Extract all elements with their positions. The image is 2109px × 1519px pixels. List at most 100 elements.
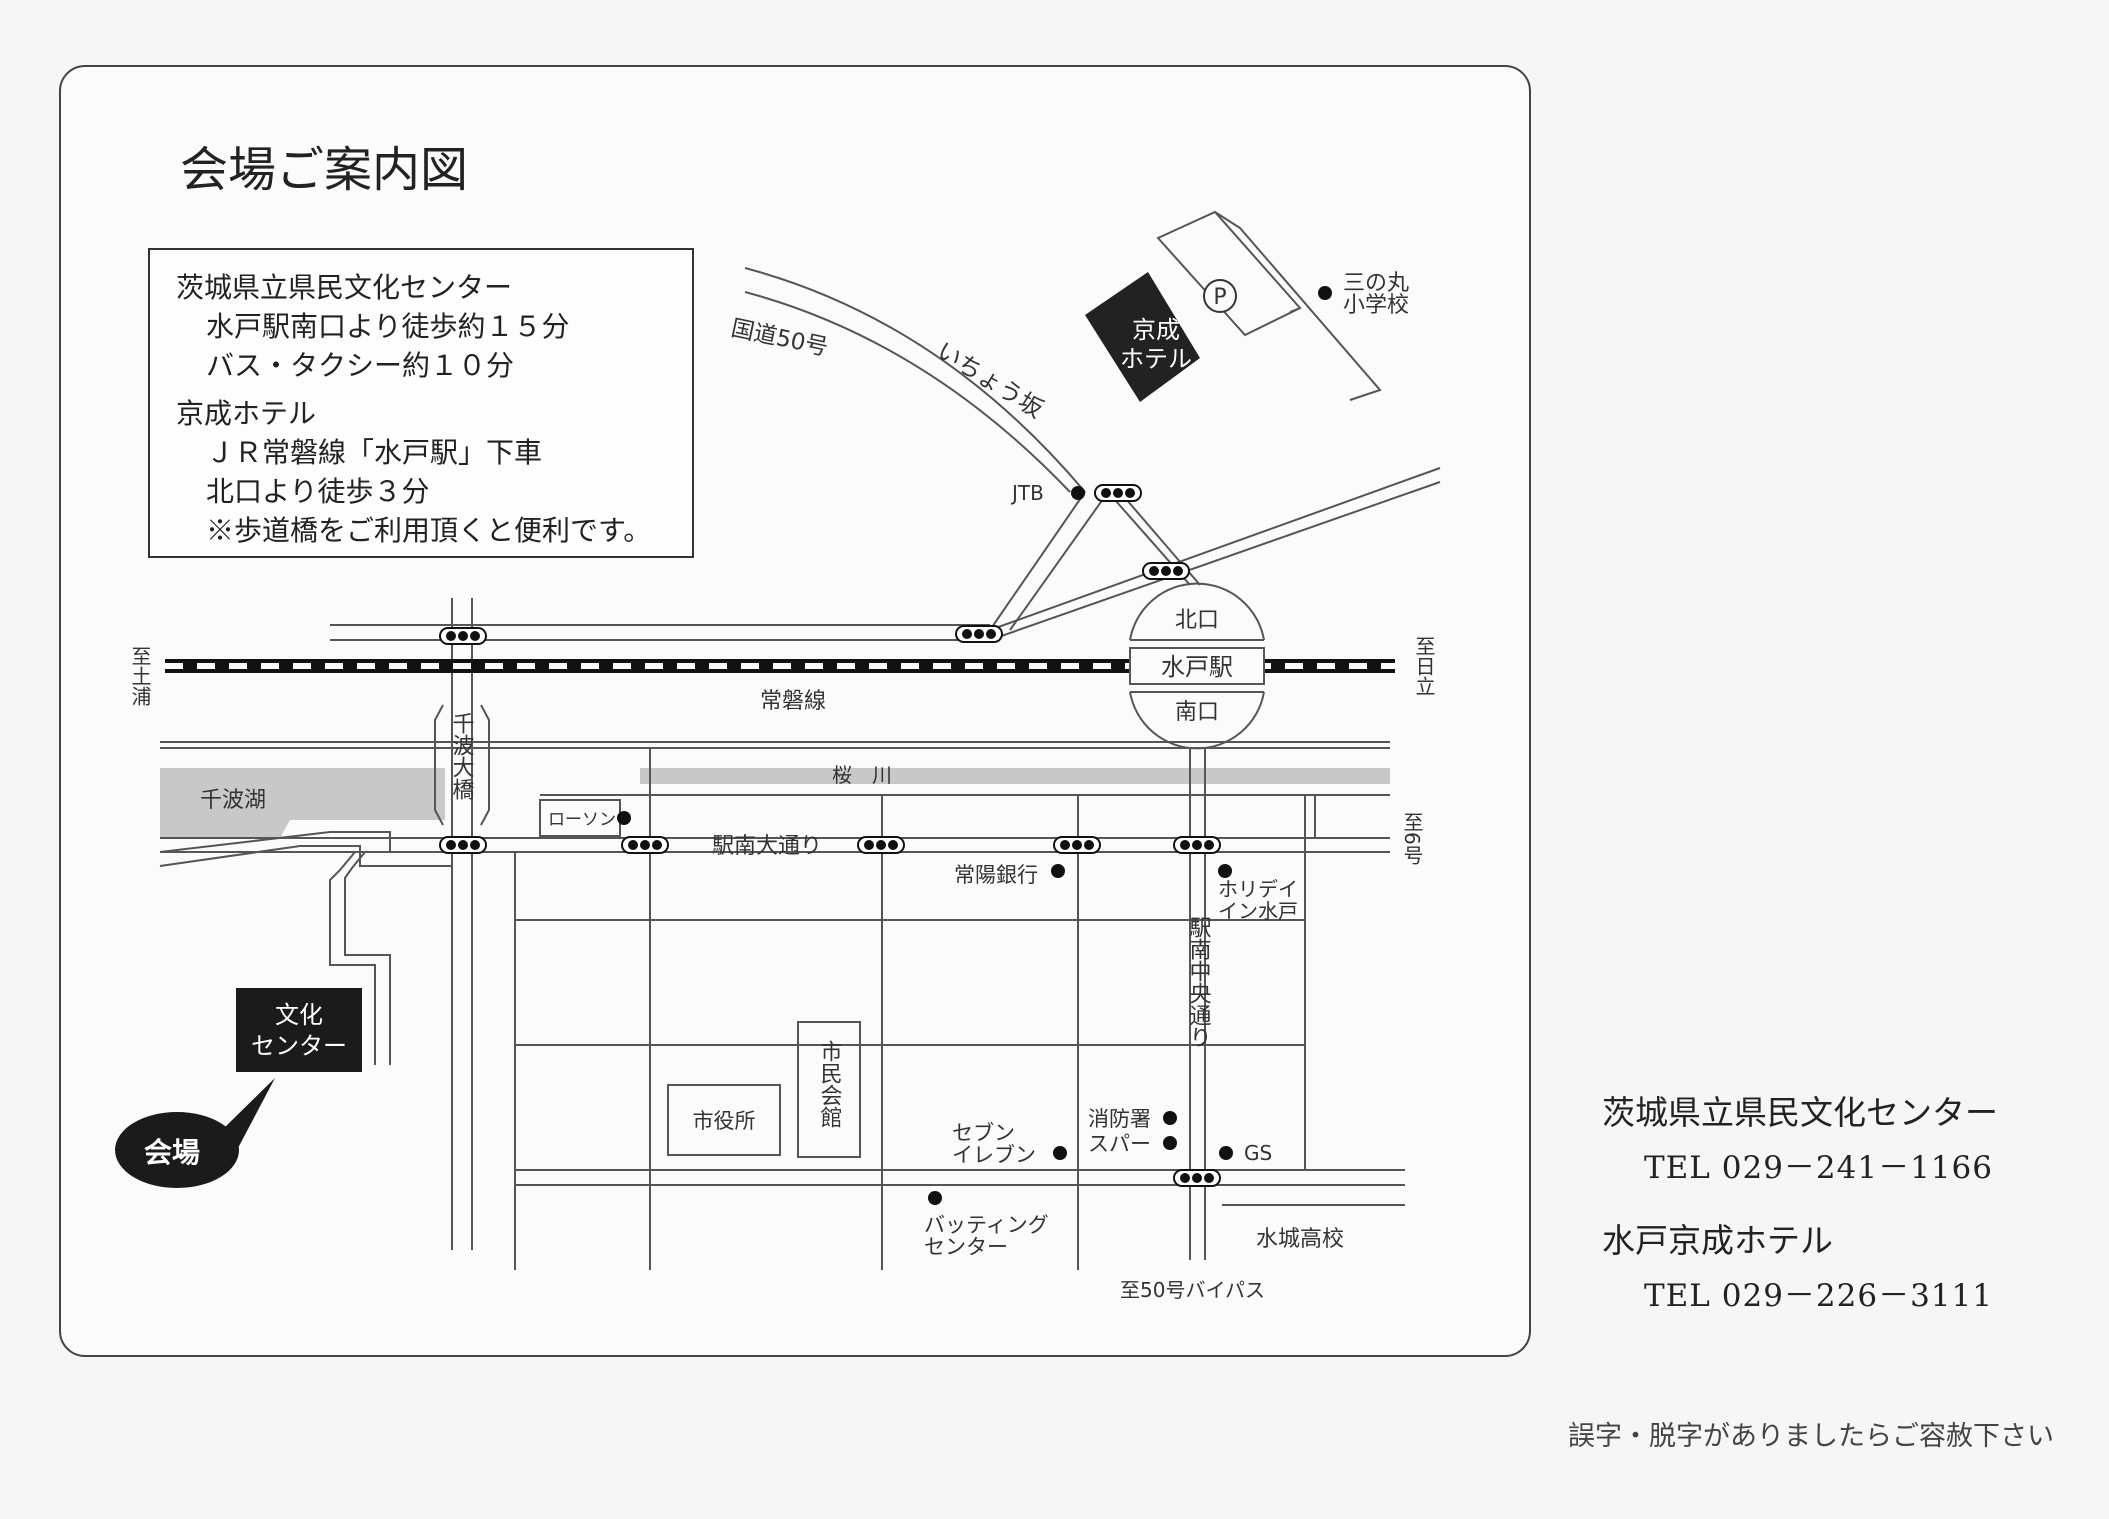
footer-note: 誤字・脱字がありましたらご容赦下さい [1568, 1421, 2054, 1452]
senba-ohashi-label: 千波大橋 [449, 712, 475, 800]
gs-dot [1219, 1146, 1233, 1160]
civic-hall-label: 市民会館 [817, 1040, 843, 1128]
kaisei-hotel-building [1085, 272, 1200, 402]
jtb-label: JTB [1010, 481, 1044, 505]
super-dot [1163, 1136, 1177, 1150]
ichoh-zaka-label: いちょう坂 [932, 336, 1049, 423]
east-road-edge [989, 467, 1441, 631]
contact-hotel: 水戸京成ホテル TEL 029－226－3111 [1602, 1214, 1993, 1315]
kitaguchi-label: 北口 [1175, 608, 1219, 633]
map-title: 会場ご案内図 [180, 142, 469, 198]
traffic-signal-icon [1094, 484, 1142, 502]
info-venue-bus: バス・タクシー約１０分 [206, 349, 515, 382]
bunka-center-label-1: 文化 [275, 1001, 323, 1029]
kaijo-label: 会場 [144, 1136, 200, 1169]
holiday-inn-label-2: イン水戸 [1218, 899, 1298, 923]
sakura-river-band [640, 768, 1390, 784]
lawson-dot [617, 811, 631, 825]
venue-access-road [329, 851, 376, 1065]
access-info-box [148, 248, 694, 558]
batting-center-label-2: センター [924, 1235, 1008, 1259]
holiday-inn-label-1: ホリデイ [1218, 877, 1298, 901]
contact-hotel-name: 水戸京成ホテル [1602, 1221, 1833, 1260]
route50-road-edge [744, 267, 1086, 493]
joyo-bank-dot [1051, 864, 1065, 878]
route50-road-edge [744, 291, 1071, 493]
traffic-signals [439, 484, 1221, 1187]
traffic-signal-icon [1053, 836, 1101, 854]
fire-station-label: 消防署 [1088, 1107, 1151, 1131]
diagonal-road-edge [989, 491, 1086, 631]
super-label: スパー [1088, 1132, 1151, 1156]
hotel-block-road [1214, 211, 1382, 401]
bridge-bracket [434, 704, 444, 826]
west-road [159, 845, 452, 867]
fire-station-dot [1163, 1111, 1177, 1125]
holiday-inn-dot [1218, 864, 1232, 878]
city-hall-label: 市役所 [693, 1109, 756, 1133]
senba-lake-label: 千波湖 [200, 788, 266, 813]
route50-label: 国道50号 [729, 315, 831, 361]
lawson-label: ローソン [548, 810, 616, 830]
joyo-bank-label: 常陽銀行 [954, 863, 1038, 887]
hotel-block-road [1289, 307, 1301, 313]
diagonal-road-edge [1009, 491, 1109, 631]
kaisei-hotel-label-2: ホテル [1120, 345, 1192, 373]
info-hotel-train: ＪＲ常磐線「水戸駅」下車 [206, 436, 543, 469]
traffic-signal-icon [621, 836, 669, 854]
traffic-signal-icon [1173, 836, 1221, 854]
parking-icon [1203, 279, 1237, 313]
to-tsuchiura-label: 至土浦 [128, 646, 152, 706]
bridge-bracket [480, 704, 490, 826]
seven-eleven-dot [1053, 1146, 1067, 1160]
kaijo-pointer [222, 1078, 275, 1148]
traffic-signal-icon [955, 625, 1003, 643]
minamiguchi-label: 南口 [1175, 700, 1219, 725]
kaijo-marker [115, 1112, 239, 1188]
traffic-signal-icon [1173, 1169, 1221, 1187]
contact-venue-tel: TEL 029－241－1166 [1644, 1150, 1993, 1186]
to-route6-label: 至6号 [1400, 812, 1424, 865]
info-venue-name: 茨城県立県民文化センター [176, 271, 513, 304]
seven-eleven-label-2: イレブン [952, 1143, 1036, 1167]
ekinan-chuo-label: 駅南中央通り [1186, 916, 1212, 1048]
joban-line-label: 常磐線 [760, 689, 826, 714]
kaisei-hotel-label-1: 京成 [1132, 316, 1180, 344]
sannomaru-label-2: 小学校 [1343, 293, 1409, 318]
suijo-high-label: 水城高校 [1256, 1227, 1344, 1252]
sannomaru-school-dot [1318, 286, 1332, 300]
sakura-river-label: 桜 川 [832, 763, 892, 787]
to-route50-bypass-label: 至50号バイパス [1120, 1278, 1265, 1302]
contact-hotel-tel: TEL 029－226－3111 [1644, 1278, 1993, 1314]
jtb-dot [1071, 486, 1085, 500]
bunka-center-marker [236, 988, 362, 1072]
info-hotel-walk: 北口より徒歩３分 [206, 475, 430, 508]
city-hall-building [667, 1084, 781, 1156]
info-venue-walk: 水戸駅南口より徒歩約１５分 [206, 310, 570, 343]
traffic-signal-icon [439, 627, 487, 645]
seven-eleven-label-1: セブン [952, 1121, 1015, 1145]
traffic-signal-icon [1142, 562, 1190, 580]
traffic-signal-icon [439, 836, 487, 854]
traffic-signal-icon [857, 836, 905, 854]
west-road [159, 831, 452, 853]
to-hitachi-label: 至日立 [1412, 636, 1436, 696]
contact-venue-name: 茨城県立県民文化センター [1602, 1093, 1998, 1132]
ekinan-odori-label: 駅南大通り [712, 834, 822, 859]
batting-center-label-1: バッティング [924, 1213, 1049, 1237]
civic-hall-building [797, 1021, 861, 1158]
sannomaru-label-1: 三の丸 [1343, 271, 1409, 296]
info-hotel-note: ※歩道橋をご利用頂くと便利です。 [206, 514, 652, 547]
gs-label: GS [1244, 1141, 1272, 1165]
venue-access-road [344, 851, 391, 1065]
station-box [1129, 647, 1265, 685]
mito-station-label: 水戸駅 [1161, 653, 1233, 681]
east-road-edge [989, 481, 1441, 641]
batting-center-dot [928, 1191, 942, 1205]
station-north-building [1129, 582, 1265, 641]
senba-lake-area [160, 768, 445, 838]
parking-label: P [1213, 285, 1226, 310]
info-hotel-name: 京成ホテル [176, 397, 317, 430]
bunka-center-label-2: センター [251, 1032, 347, 1060]
